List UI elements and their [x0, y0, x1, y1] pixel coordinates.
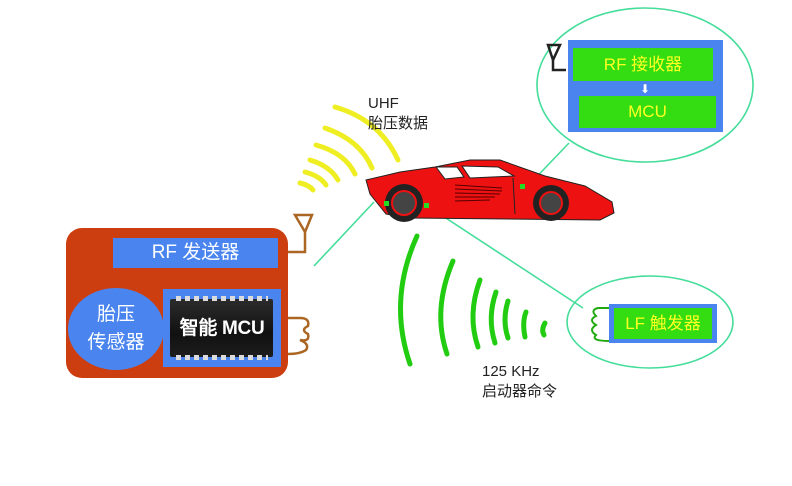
lf-wave [470, 277, 483, 350]
car-side-vents [454, 184, 503, 202]
sensor-label-line2: 传感器 [87, 332, 145, 353]
uhf-wave [302, 169, 329, 188]
rf-receiver-block: RF 接收器 [573, 48, 713, 81]
antenna-icon [546, 43, 566, 72]
lf-wave [488, 289, 499, 346]
lf-trigger-block: LF 触发器 [614, 308, 712, 339]
rf-transmitter-block: RF 发送器 [113, 238, 278, 268]
lf-wave [540, 320, 548, 338]
lf-caption: 125 KHz 启动器命令 [482, 362, 557, 402]
lf-wave [521, 309, 529, 340]
lf-caption-line1: 125 KHz [482, 363, 540, 380]
uhf-wave [332, 104, 401, 163]
car-window [461, 165, 516, 179]
smart-mcu-label: 智能 MCU [179, 318, 265, 339]
sensor-dot [384, 201, 389, 206]
uhf-wave [307, 157, 341, 183]
pressure-sensor-block: 胎压 传感器 [68, 288, 164, 370]
uhf-wave [297, 180, 316, 193]
uhf-caption-line1: UHF [368, 95, 399, 112]
sensor-label-line1: 胎压 [96, 304, 135, 325]
chip-icon [170, 299, 273, 357]
chip-pins-bottom [176, 355, 268, 360]
lf-wave [438, 258, 456, 357]
lf-callout-line [425, 204, 584, 309]
uhf-waves [297, 104, 401, 193]
car-icon [365, 159, 615, 222]
sensor-dot [520, 184, 525, 189]
antenna-icon [288, 213, 314, 254]
lf-waves [398, 233, 548, 367]
lf-bubble [566, 275, 734, 369]
uhf-wave [322, 125, 375, 171]
uhf-caption-line2: 胎压数据 [368, 115, 429, 132]
lf-caption-line2: 启动器命令 [482, 383, 558, 400]
lf-wave [502, 298, 511, 341]
lf-wave [398, 233, 420, 367]
car-window [435, 166, 465, 180]
chip-pins-top [176, 296, 268, 301]
sensor-dot [424, 203, 429, 208]
coil-icon [591, 307, 611, 342]
uhf-wave [313, 142, 358, 177]
down-arrow-icon: ⬇ [640, 82, 651, 96]
uhf-caption: UHF 胎压数据 [368, 94, 428, 134]
tx-callout-line [313, 201, 375, 267]
receiver-bubble [536, 7, 754, 163]
coil-icon [287, 316, 310, 356]
receiver-mcu-block: MCU [579, 96, 716, 128]
